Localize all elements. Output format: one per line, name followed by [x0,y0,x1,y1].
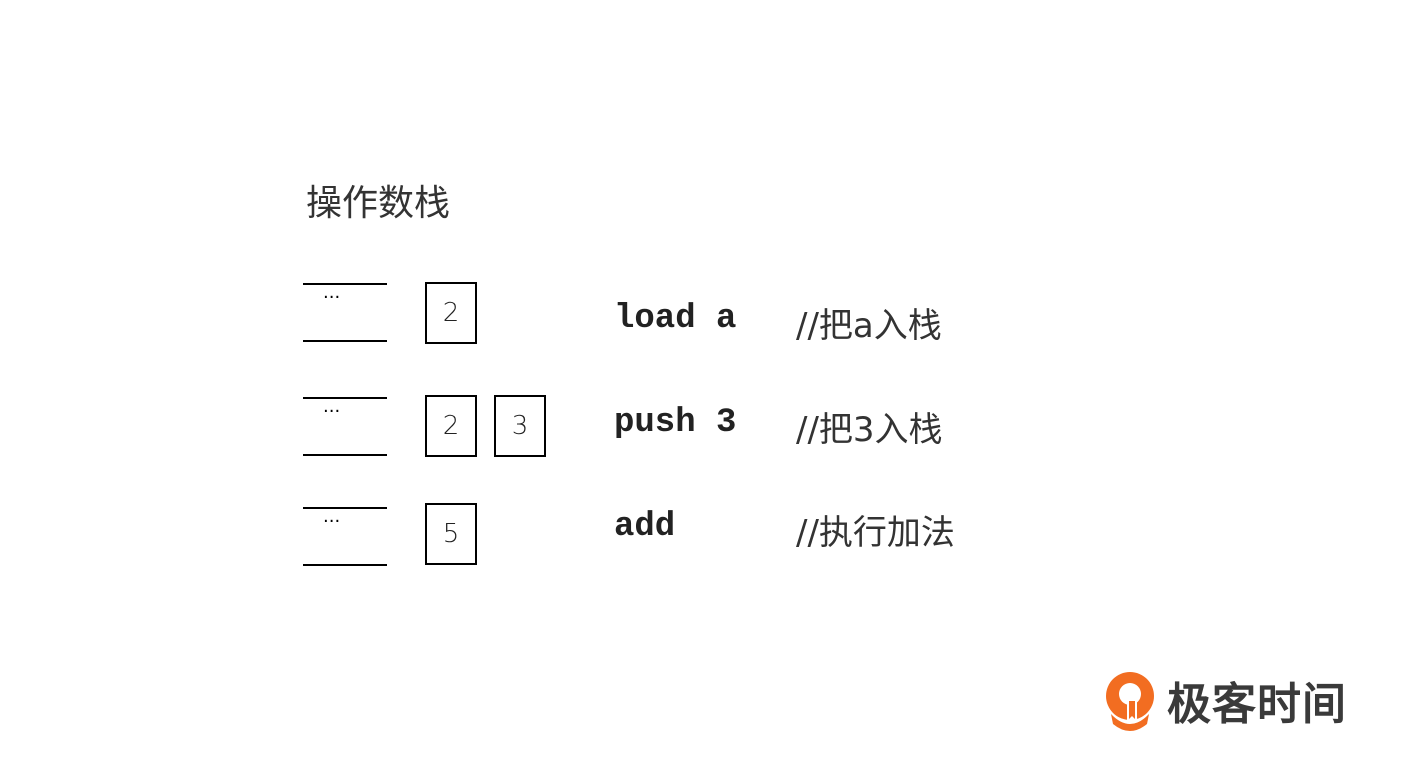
stack-cell: 2 [425,395,477,457]
instruction-code: push 3 [614,404,737,442]
brand-logo: 极客时间 [1103,668,1347,732]
stack-base: ··· [303,507,387,566]
stack-ellipsis: ··· [323,401,341,422]
geektime-logo-icon [1106,672,1154,731]
stack-cell: 3 [494,395,546,457]
instruction-comment: //把a入栈 [796,306,942,346]
brand-name: 极客时间 [1167,679,1347,730]
stack-base: ··· [303,283,387,342]
stack-ellipsis: ··· [323,287,341,308]
stack-ellipsis: ··· [323,511,341,532]
instruction-code: load a [614,300,737,338]
instruction-comment: //把3入栈 [796,410,943,450]
stack-cell: 5 [425,503,477,565]
page-title: 操作数栈 [306,183,451,224]
instruction-code: add [614,508,676,546]
stack-cell: 2 [425,282,477,344]
instruction-comment: //执行加法 [796,513,955,553]
stack-base: ··· [303,397,387,456]
